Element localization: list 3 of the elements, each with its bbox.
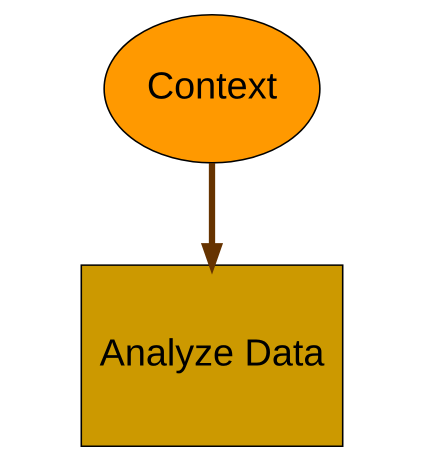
arrow: [200, 163, 223, 275]
node-ellipse: Context: [102, 14, 320, 164]
node-box: Analyze Data: [80, 264, 343, 448]
